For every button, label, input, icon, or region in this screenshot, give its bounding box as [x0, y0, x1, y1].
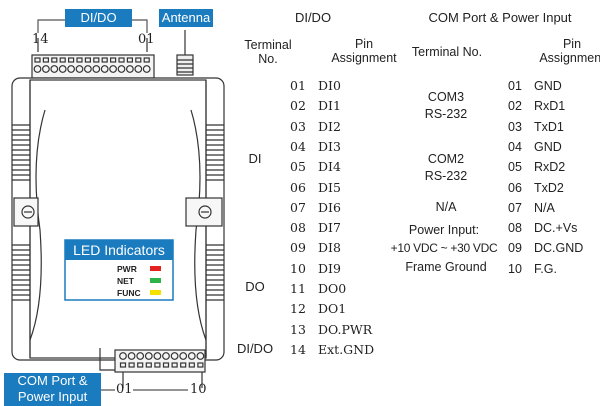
- com-pin-name: N/A: [534, 200, 555, 215]
- dido-pin-number: 03: [290, 118, 306, 134]
- dido-pin-number: 08: [290, 220, 306, 236]
- com-pin-name: TxD1: [534, 119, 564, 134]
- led-net-swatch: [150, 278, 161, 283]
- com-pin-name: GND: [534, 79, 562, 93]
- dido-pin-name: DI5: [318, 179, 341, 195]
- dido-pin-14-label: 14: [32, 32, 49, 47]
- led-label: PWR: [117, 264, 137, 274]
- dido-pin-number: 06: [290, 179, 306, 195]
- com-pin-number: 05: [508, 160, 522, 175]
- dido-table-title: DI/DO: [294, 10, 332, 25]
- com-pin-name: DC.+Vs: [534, 221, 578, 236]
- dido-pin-name: DI3: [318, 138, 341, 154]
- led-func-swatch: [150, 290, 161, 295]
- dido-pin-01-label: 01: [138, 32, 155, 47]
- dido-pin-number: 05: [290, 159, 306, 175]
- na-group: N/A: [435, 200, 457, 214]
- led-title: LED Indicators: [65, 240, 173, 260]
- antenna-tag: Antenna: [159, 9, 213, 27]
- com-pin-number: 02: [508, 99, 522, 114]
- dido-pin-name: DI1: [318, 98, 341, 114]
- led-label: NET: [117, 276, 134, 286]
- dido-group-di: DI: [248, 151, 262, 166]
- com-pin-number: 07: [508, 200, 522, 215]
- com-table-title: COM Port & Power Input: [428, 10, 572, 25]
- dido-pin-name: DO0: [318, 281, 347, 296]
- dido-pin-name: DI0: [318, 78, 341, 93]
- com-pin-name: RxD2: [534, 160, 566, 175]
- com-port-tag: COM Port & Power Input: [4, 373, 101, 406]
- dido-pin-number: 13: [290, 321, 306, 337]
- dido-pin-name: DI2: [318, 118, 341, 134]
- dido-pin-name: DO.PWR: [318, 321, 373, 337]
- dido-pin-number: 07: [290, 199, 306, 215]
- com-tag-line1: COM Port &: [17, 373, 88, 388]
- com-pin-number: 01: [508, 79, 522, 93]
- dido-pin-number: 10: [290, 260, 306, 276]
- com-pin-name: TxD2: [534, 180, 564, 195]
- dido-pin-number: 14: [290, 341, 306, 357]
- dido-pin-number: 01: [290, 78, 306, 93]
- dido-pin-number: 11: [290, 281, 306, 296]
- frame-ground-group: Frame Ground: [405, 260, 487, 274]
- led-label: FUNC: [117, 288, 141, 298]
- com-pin-name: DC.GND: [534, 241, 584, 256]
- com-pin-number: 09: [508, 241, 522, 256]
- dido-pin-name: DI7: [318, 220, 341, 236]
- dido-group-dido: DI/DO: [236, 341, 274, 356]
- dido-pin-number: 09: [290, 240, 306, 256]
- dido-pin-name: DI8: [318, 240, 341, 256]
- com-pin-number: 08: [508, 221, 522, 236]
- dido-tag: DI/DO: [65, 9, 132, 27]
- dido-pin-number: 02: [290, 98, 306, 114]
- com-pin-10-label: 10: [190, 382, 207, 397]
- dido-pin-name: Ext.GND: [318, 341, 375, 357]
- com-pin-number: 03: [508, 119, 522, 134]
- com-pin-number: 10: [508, 261, 522, 276]
- com-tag-line2: Power Input: [17, 389, 88, 404]
- dido-pin-name: DI4: [318, 159, 341, 175]
- dido-pin-name: DI9: [318, 260, 341, 276]
- com-pin-name: F.G.: [534, 261, 557, 276]
- com-terminal-header: Terminal No.: [411, 45, 483, 59]
- com-pin-01-label: 01: [116, 382, 133, 397]
- com-pin-number: 04: [508, 139, 522, 154]
- dido-pin-name: DI6: [318, 199, 341, 215]
- com-pin-name: RxD1: [534, 99, 566, 114]
- com-pin-name: GND: [534, 139, 562, 154]
- led-pwr-swatch: [150, 266, 161, 271]
- power-input-group: Power Input:+10 VDC ~ +30 VDC: [390, 223, 498, 255]
- com-pin-number: 06: [508, 180, 522, 195]
- dido-pin-name: DO1: [318, 301, 347, 317]
- dido-pin-number: 04: [290, 138, 306, 154]
- dido-pin-number: 12: [290, 301, 306, 317]
- dido-group-do: DO: [245, 279, 265, 294]
